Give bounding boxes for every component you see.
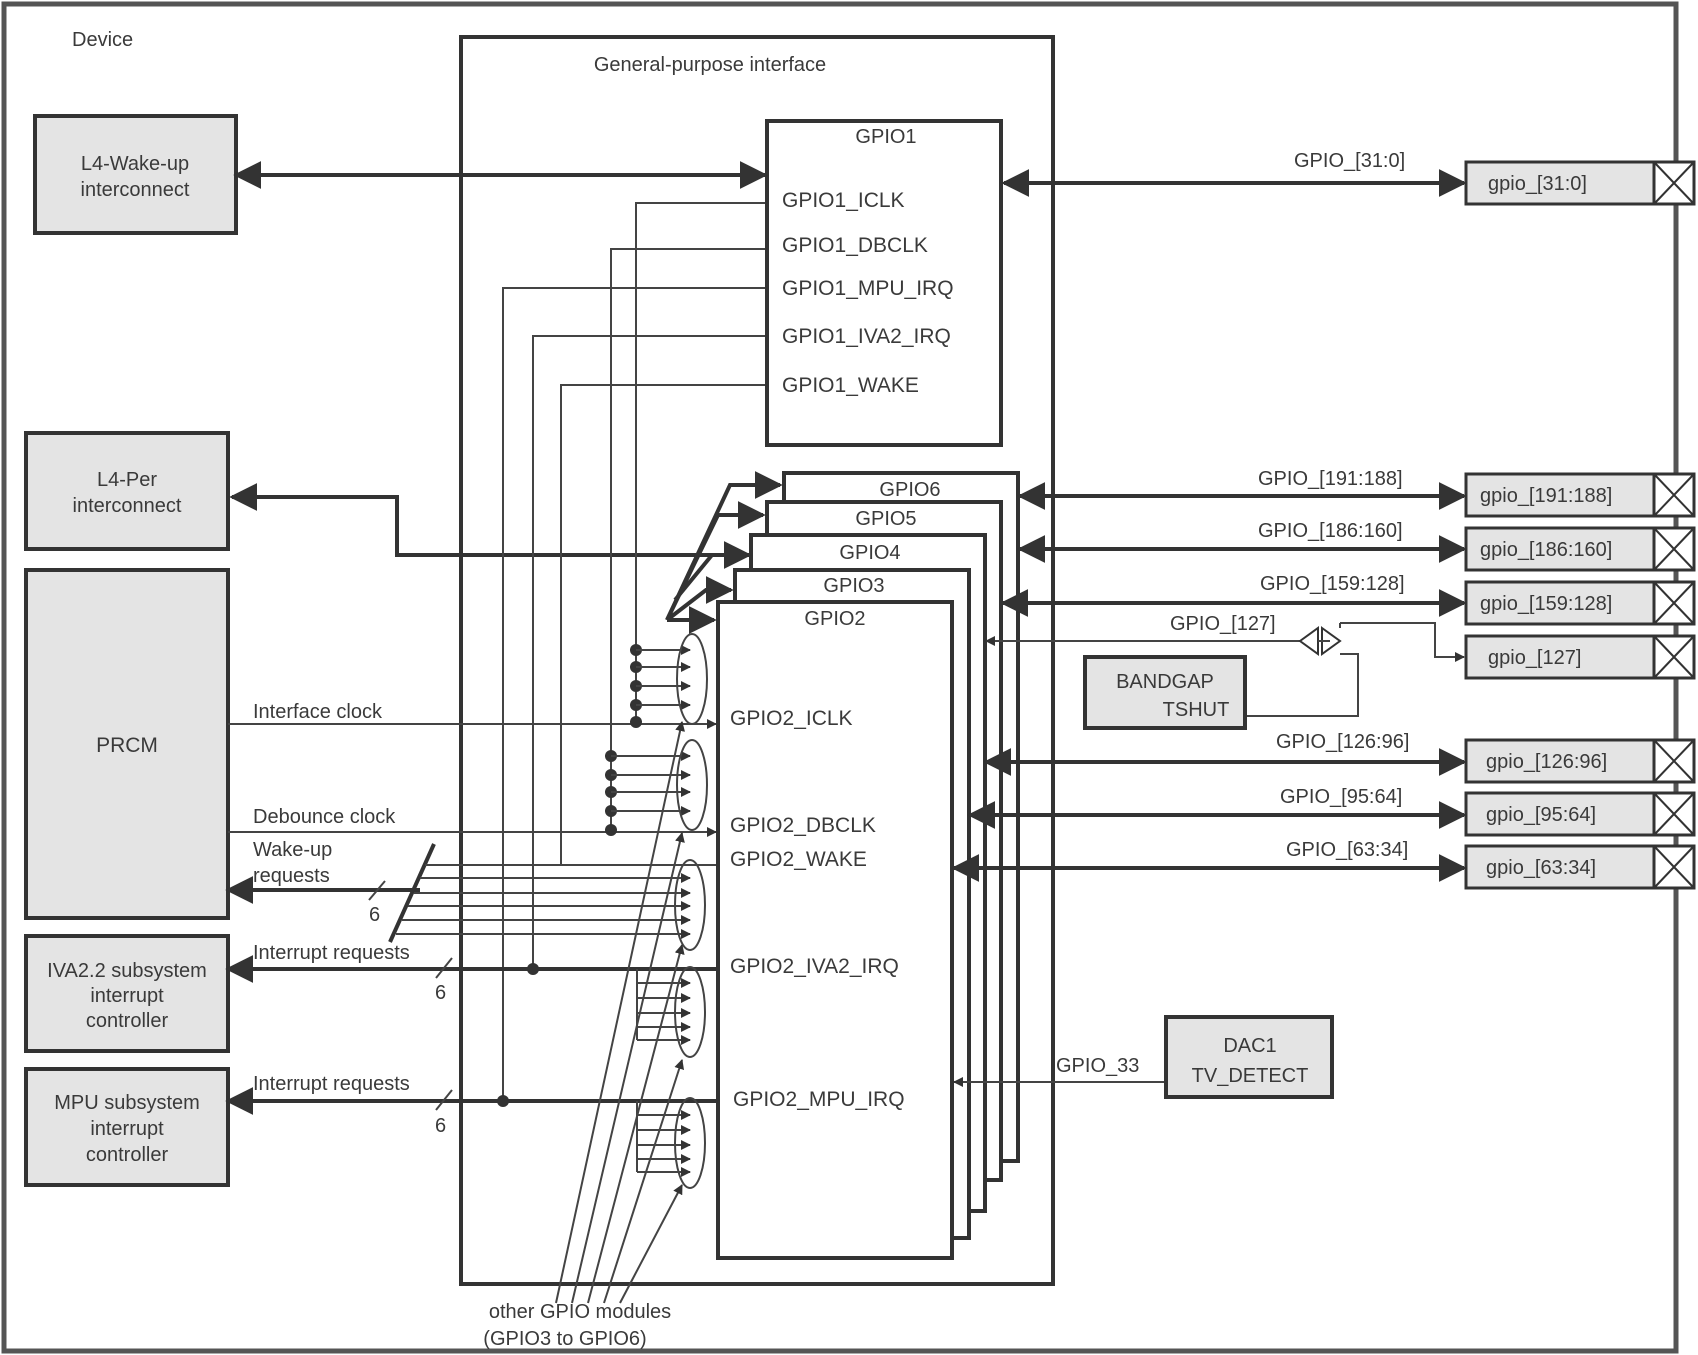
- svg-text:gpio_[159:128]: gpio_[159:128]: [1480, 593, 1612, 615]
- svg-text:gpio_[31:0]: gpio_[31:0]: [1488, 173, 1587, 195]
- gpio1-iva2-irq-label: GPIO1_IVA2_IRQ: [782, 325, 951, 348]
- mpu-bus-width: 6: [435, 1115, 446, 1137]
- bandgap-tshut: BANDGAP TSHUT: [1083, 655, 1247, 730]
- gpio2-module: GPIO2 GPIO2_ICLK GPIO2_DBCLK GPIO2_WAKE …: [716, 600, 954, 1260]
- pin-gpio-31-0: gpio_[31:0]: [1464, 160, 1696, 206]
- gpio2-iva2-irq-label: GPIO2_IVA2_IRQ: [730, 955, 899, 978]
- bus-label-31-0: GPIO_[31:0]: [1294, 150, 1405, 172]
- wakeup-bus-spine: [388, 843, 436, 943]
- bus-label-159-128: GPIO_[159:128]: [1260, 573, 1405, 595]
- svg-text:TSHUT: TSHUT: [1163, 699, 1230, 721]
- general-purpose-interface-label: General-purpose interface: [594, 54, 826, 76]
- prcm-block: PRCM: [24, 568, 230, 920]
- bus-label-126-96: GPIO_[126:96]: [1276, 731, 1409, 753]
- iva2-bus-width: 6: [435, 982, 446, 1004]
- svg-text:interrupt: interrupt: [90, 1118, 164, 1140]
- svg-text:gpio_[63:34]: gpio_[63:34]: [1486, 857, 1596, 879]
- svg-text:PRCM: PRCM: [96, 734, 158, 757]
- iclk-mux: [676, 633, 708, 725]
- gpio2-wake-label: GPIO2_WAKE: [730, 848, 867, 871]
- svg-text:L4-Wake-up: L4-Wake-up: [81, 153, 189, 175]
- debounce-clock-label: Debounce clock: [253, 806, 396, 828]
- svg-text:interconnect: interconnect: [73, 495, 182, 517]
- dac1-tv-detect: DAC1 TV_DETECT: [1164, 1015, 1334, 1099]
- svg-text:TV_DETECT: TV_DETECT: [1192, 1065, 1309, 1087]
- dbclk-mux: [676, 739, 708, 831]
- bus-label-191-188: GPIO_[191:188]: [1258, 468, 1403, 490]
- gpio1-mpu-irq-label: GPIO1_MPU_IRQ: [782, 277, 954, 300]
- gpio2-mpu-irq-label: GPIO2_MPU_IRQ: [733, 1088, 905, 1111]
- svg-text:gpio_[95:64]: gpio_[95:64]: [1486, 804, 1596, 826]
- other-modules-label-1: other GPIO modules: [489, 1301, 671, 1323]
- l4-wakeup-interconnect: L4-Wake-up interconnect: [33, 114, 238, 235]
- svg-text:GPIO1: GPIO1: [855, 126, 916, 148]
- bus-label-63-34: GPIO_[63:34]: [1286, 839, 1408, 861]
- bus-label-33: GPIO_33: [1056, 1055, 1139, 1077]
- pin-gpio-126-96: gpio_[126:96]: [1464, 738, 1696, 784]
- mpu-interrupt-requests-label: Interrupt requests: [253, 1073, 410, 1095]
- general-purpose-interface-box: [459, 35, 1055, 1286]
- l4-per-bus: [229, 483, 752, 569]
- gpio2-dbclk-label: GPIO2_DBCLK: [730, 814, 876, 837]
- gpio1-dbclk-label: GPIO1_DBCLK: [782, 234, 928, 257]
- other-modules-label-2: (GPIO3 to GPIO6): [483, 1328, 646, 1350]
- svg-text:GPIO6: GPIO6: [879, 479, 940, 501]
- svg-text:IVA2.2 subsystem: IVA2.2 subsystem: [47, 960, 207, 982]
- pin-gpio-186-160: gpio_[186:160]: [1464, 526, 1696, 572]
- l4-per-interconnect: L4-Per interconnect: [24, 431, 230, 551]
- bus-label-127: GPIO_[127]: [1170, 613, 1276, 635]
- pin-gpio-191-188: gpio_[191:188]: [1464, 472, 1696, 518]
- svg-text:gpio_[186:160]: gpio_[186:160]: [1480, 539, 1612, 561]
- svg-text:GPIO5: GPIO5: [855, 508, 916, 530]
- pin-gpio-159-128: gpio_[159:128]: [1464, 580, 1696, 626]
- bus-label-95-64: GPIO_[95:64]: [1280, 786, 1402, 808]
- gpio1-module: GPIO1 GPIO1_ICLK GPIO1_DBCLK GPIO1_MPU_I…: [765, 119, 1003, 447]
- iva2-irq-mux: [674, 966, 706, 1058]
- gpio1-wake-label: GPIO1_WAKE: [782, 374, 919, 397]
- pin-gpio-127: gpio_[127]: [1464, 634, 1696, 680]
- svg-text:controller: controller: [86, 1144, 169, 1166]
- other-modules-lines: [555, 721, 685, 1304]
- svg-text:MPU subsystem: MPU subsystem: [54, 1092, 200, 1114]
- svg-text:interrupt: interrupt: [90, 985, 164, 1007]
- svg-text:GPIO4: GPIO4: [839, 542, 900, 564]
- svg-text:GPIO2: GPIO2: [804, 608, 865, 630]
- gpio1-iclk-label: GPIO1_ICLK: [782, 189, 905, 212]
- svg-text:L4-Per: L4-Per: [97, 469, 157, 491]
- svg-text:gpio_[126:96]: gpio_[126:96]: [1486, 751, 1607, 773]
- svg-text:interconnect: interconnect: [81, 179, 190, 201]
- svg-text:BANDGAP: BANDGAP: [1116, 671, 1214, 693]
- gpio2-iclk-label: GPIO2_ICLK: [730, 707, 853, 730]
- device-label: Device: [72, 29, 133, 51]
- pin-gpio-95-64: gpio_[95:64]: [1464, 791, 1696, 837]
- svg-text:gpio_[127]: gpio_[127]: [1488, 647, 1581, 669]
- interface-clock-label: Interface clock: [253, 701, 383, 723]
- svg-text:controller: controller: [86, 1010, 169, 1032]
- svg-text:GPIO3: GPIO3: [823, 575, 884, 597]
- mpu-interrupt-controller: MPU subsystem interrupt controller: [24, 1067, 230, 1187]
- pin-gpio-63-34: gpio_[63:34]: [1464, 844, 1696, 890]
- bus-label-186-160: GPIO_[186:160]: [1258, 520, 1403, 542]
- wakeup-requests-label-1: Wake-up: [253, 839, 332, 861]
- wakeup-bus-width: 6: [369, 904, 380, 926]
- svg-text:DAC1: DAC1: [1223, 1035, 1276, 1057]
- svg-text:gpio_[191:188]: gpio_[191:188]: [1480, 485, 1612, 507]
- iva2-interrupt-controller: IVA2.2 subsystem interrupt controller: [24, 934, 230, 1053]
- mpu-irq-mux: [674, 1097, 706, 1189]
- wake-mux: [674, 859, 706, 951]
- wakeup-requests-label-2: requests: [253, 865, 330, 887]
- iva2-interrupt-requests-label: Interrupt requests: [253, 942, 410, 964]
